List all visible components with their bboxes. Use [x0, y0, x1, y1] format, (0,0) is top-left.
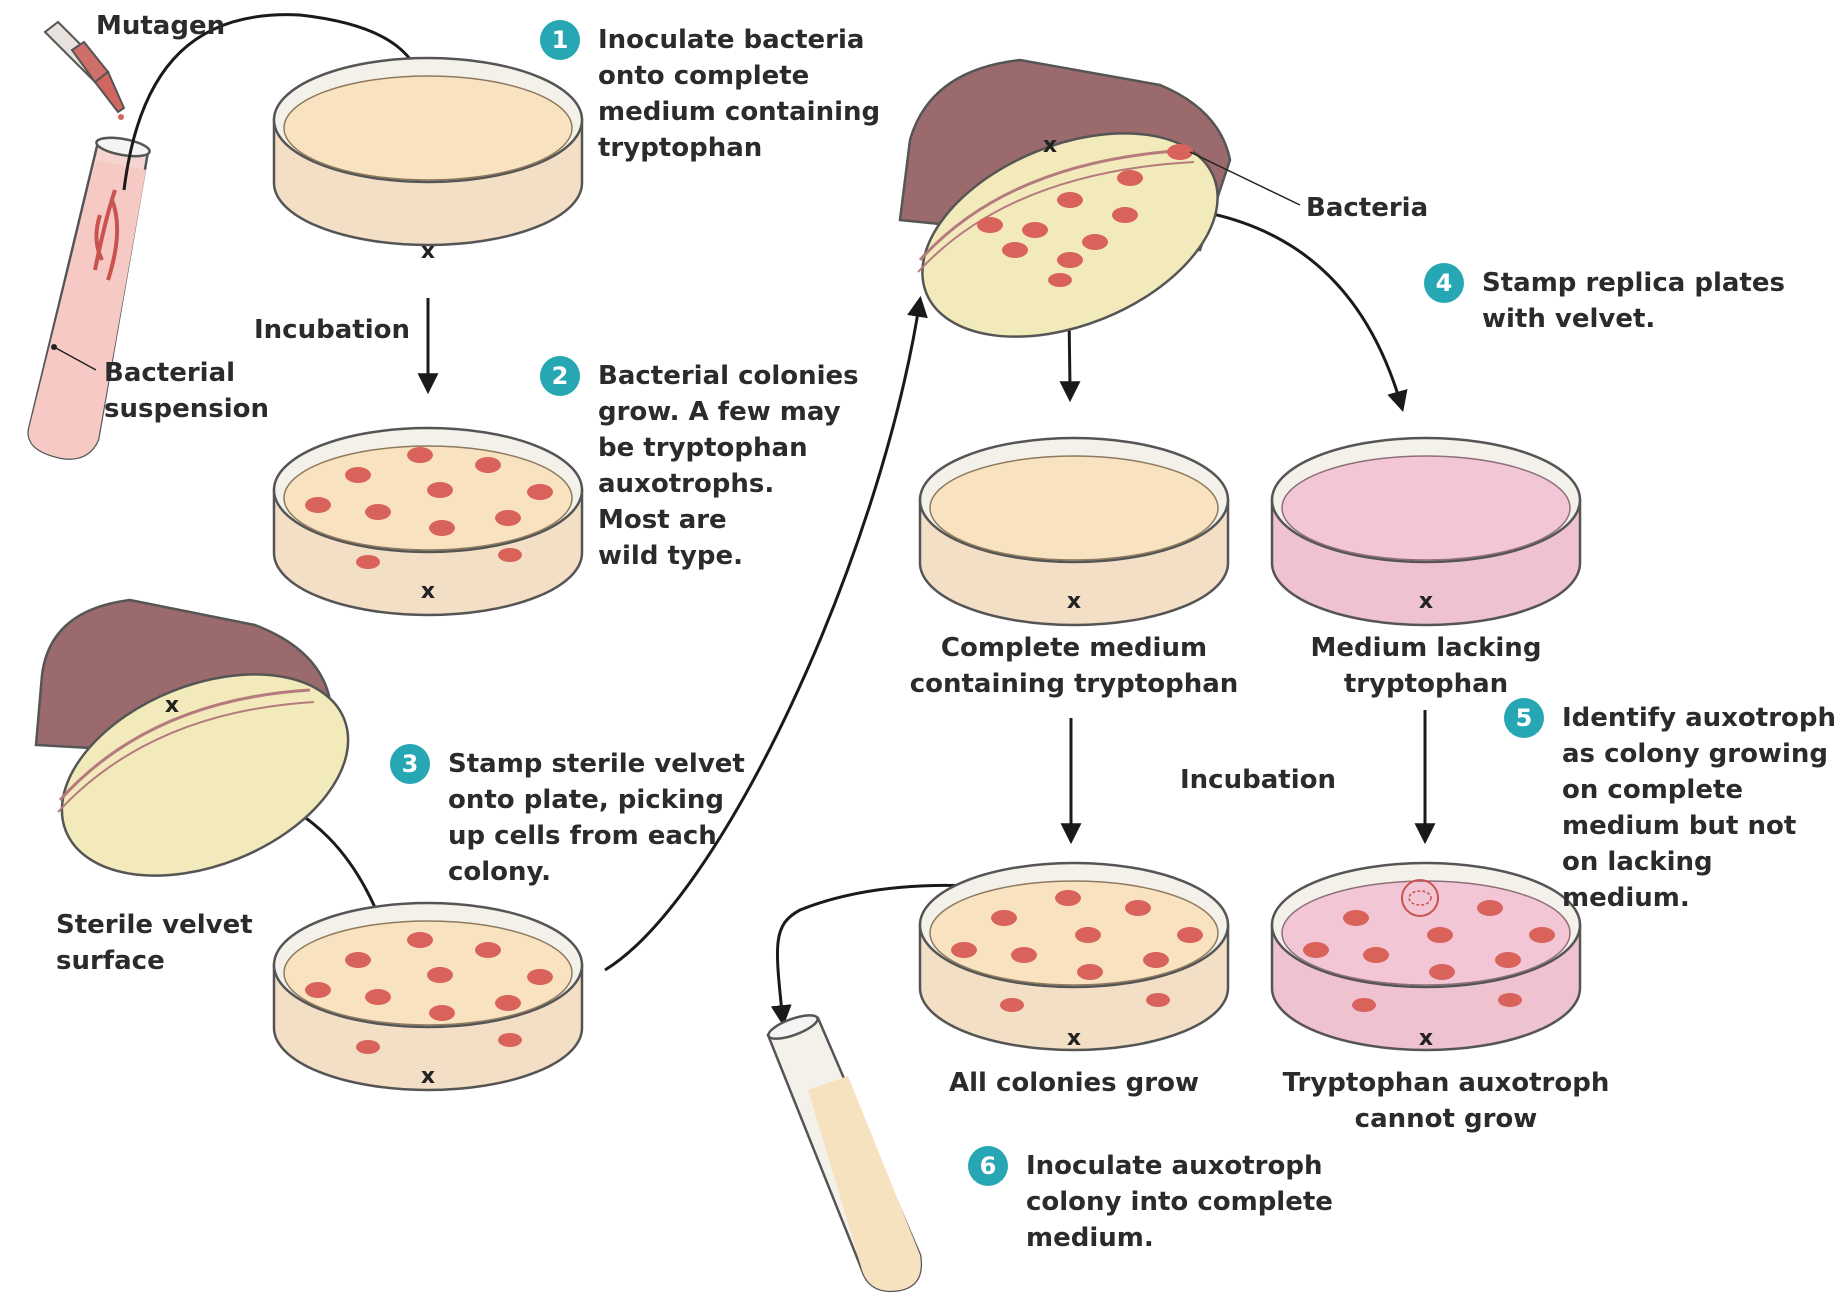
step-4-text: Stamp replica plates with velvet.: [1482, 265, 1785, 337]
svg-text:x: x: [1419, 1026, 1433, 1051]
svg-text:x: x: [1043, 133, 1057, 158]
petri-dish-1-complete-medium: [274, 58, 582, 245]
step-4: 4 Stamp replica plates with velvet.: [1424, 265, 1785, 337]
label-incubation-2: Incubation: [1180, 762, 1336, 798]
label-sterile-velvet: Sterile velvet surface: [56, 907, 253, 979]
complete-medium-tube: [766, 1011, 921, 1291]
svg-text:x: x: [165, 693, 179, 718]
step-3: 3 Stamp sterile velvet onto plate, picki…: [390, 746, 745, 890]
svg-text:x: x: [421, 1064, 435, 1089]
step-6-text: Inoculate auxotroph colony into complete…: [1026, 1148, 1333, 1256]
sterile-velvet-stamp: [32, 600, 378, 915]
step-2: 2 Bacterial colonies grow. A few may be …: [540, 358, 859, 574]
step-5: 5 Identify auxotroph as colony growing o…: [1504, 700, 1843, 916]
velvet-stamp-with-bacteria: [893, 60, 1300, 377]
label-mutagen: Mutagen: [96, 8, 225, 44]
label-all-colonies-grow: All colonies grow: [924, 1065, 1224, 1101]
step-3-badge: 3: [390, 744, 430, 784]
label-medium-lacking: Medium lacking tryptophan: [1276, 630, 1576, 702]
label-incubation-1: Incubation: [254, 312, 410, 348]
step-1-badge: 1: [540, 20, 580, 60]
svg-text:x: x: [421, 239, 435, 264]
step-4-badge: 4: [1424, 263, 1464, 303]
label-bacterial-suspension: Bacterial suspension: [104, 355, 269, 427]
step-5-badge: 5: [1504, 698, 1544, 738]
step-6: 6 Inoculate auxotroph colony into comple…: [968, 1148, 1333, 1256]
svg-text:x: x: [1419, 589, 1433, 614]
label-bacteria: Bacteria: [1306, 190, 1428, 226]
step-1: 1 Inoculate bacteria onto complete mediu…: [540, 22, 880, 166]
step-5-text: Identify auxotroph as colony growing on …: [1562, 700, 1843, 916]
step-6-badge: 6: [968, 1146, 1008, 1186]
step-2-text: Bacterial colonies grow. A few may be tr…: [598, 358, 859, 574]
step-1-text: Inoculate bacteria onto complete medium …: [598, 22, 880, 166]
label-auxotroph-cannot-grow: Tryptophan auxotroph cannot grow: [1276, 1065, 1616, 1137]
step-2-badge: 2: [540, 356, 580, 396]
step-3-text: Stamp sterile velvet onto plate, picking…: [448, 746, 745, 890]
label-complete-medium: Complete medium containing tryptophan: [904, 630, 1244, 702]
svg-text:x: x: [1067, 589, 1081, 614]
svg-text:x: x: [1067, 1026, 1081, 1051]
svg-text:x: x: [421, 579, 435, 604]
